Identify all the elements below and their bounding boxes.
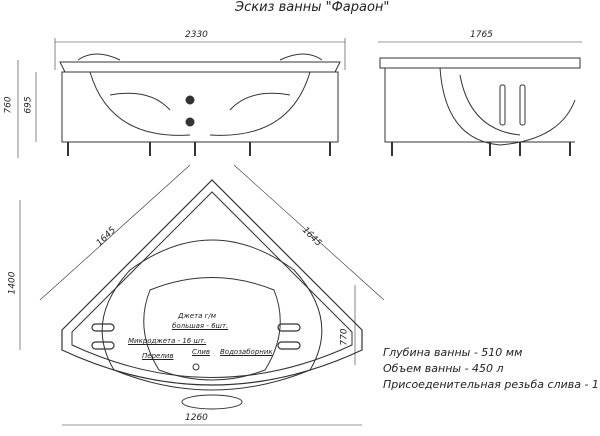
dim-plan-depth: 1400 [7,271,18,295]
callout-water-intake: Водозаборник [220,348,273,356]
callout-overflow: Перелив [142,352,174,360]
callout-jets-large-count: большая - 6шт. [172,322,229,330]
callout-drain: Слив [192,348,211,356]
spec-depth: Глубина ванны - 510 мм [383,346,523,359]
dim-total-height: 760 [3,96,14,114]
dim-rim-height: 695 [23,96,34,114]
dim-front-width: 2330 [185,30,208,40]
drawing-title: Эскиз ванны "Фараон" [235,0,390,15]
callout-microjets: Микроджета - 16 шт. [128,337,207,345]
dim-plan-front: 1260 [185,413,208,423]
plan-view [19,164,385,426]
microjet-group [91,323,301,350]
dim-side-width: 1765 [470,30,493,40]
spec-volume: Объем ванны - 450 л [383,362,504,375]
front-view [17,38,346,158]
dim-inner-depth: 770 [339,328,350,346]
side-view [378,41,582,156]
spec-drain-thread: Присоеденительная резьба слива - 1 1/2" [383,378,600,391]
callout-jets-large: Джета г/м [178,312,216,320]
